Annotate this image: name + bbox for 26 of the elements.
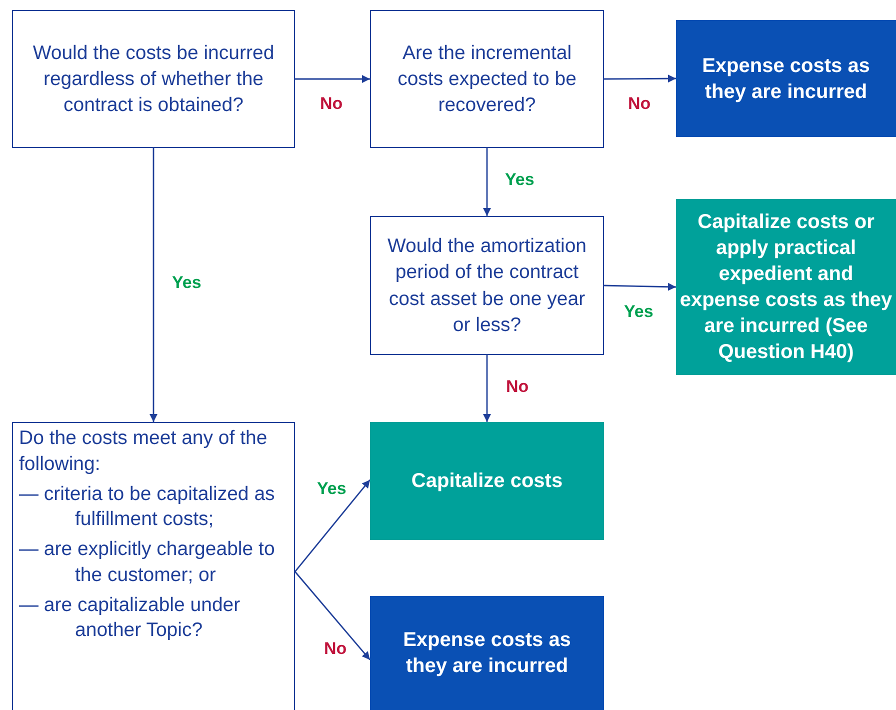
question-box <box>12 422 295 710</box>
list-item: — criteria to be capitalized as fulfillment costs; <box>19 482 276 532</box>
question-box <box>370 10 604 148</box>
arrow <box>294 571 371 660</box>
outcome-box <box>370 596 604 710</box>
list-item: — are capitalizable under another Topic? <box>19 592 242 644</box>
outcome-box <box>370 422 604 540</box>
arrow <box>604 74 676 83</box>
arrow <box>294 479 371 572</box>
arrow <box>483 148 491 216</box>
arrow <box>483 355 491 422</box>
node-text: Capitalize costs <box>411 469 563 494</box>
list-item: — are explicitly chargeable to the customer; or <box>19 537 276 588</box>
node-text: Would the costs be incurred regardless of whether the contract is obtained? <box>32 40 276 118</box>
question-box <box>12 10 295 148</box>
outcome-box <box>676 20 896 137</box>
arrow <box>150 148 158 422</box>
question-box <box>370 216 604 355</box>
node-text: Capitalize costs or apply practical expedient and expense costs as they are incurred (See Question H40) <box>678 210 894 365</box>
node-text: Would the amortization period of the contract cost asset be one year or less? <box>386 234 588 338</box>
node-text: Expense costs as they are incurred <box>402 628 572 679</box>
node-text: Are the incremental costs expected to be recovered? <box>396 40 578 118</box>
node-text: Do the costs meet any of the following: <box>19 426 268 478</box>
arrow <box>604 282 676 291</box>
node-text: Expense costs as they are incurred <box>701 54 871 104</box>
arrow <box>295 75 370 83</box>
